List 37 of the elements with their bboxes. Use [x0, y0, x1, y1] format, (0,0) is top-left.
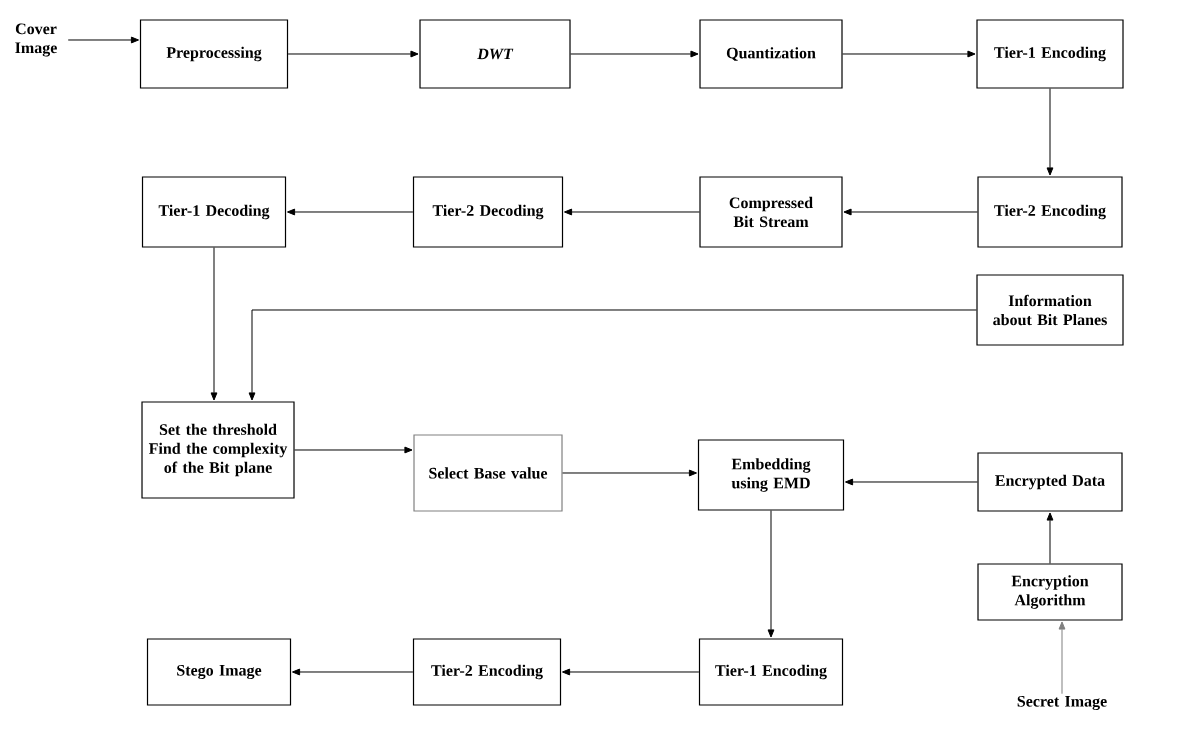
process-box: Tier-1 Decoding: [141, 176, 287, 248]
process-box: Embedding using EMD: [697, 439, 845, 511]
process-box: Tier-2 Encoding: [977, 176, 1123, 248]
process-box: Stego Image: [146, 638, 292, 706]
arrow: [287, 50, 419, 58]
process-box: Encrypted Data: [977, 452, 1123, 512]
process-box: DWT: [419, 19, 571, 89]
arrow: [845, 478, 978, 486]
arrow: [294, 446, 413, 454]
arrow: [292, 668, 414, 676]
label-text: Secret Image: [1017, 695, 1107, 711]
process-box: Select Base value: [413, 434, 563, 512]
arrow: [564, 208, 700, 216]
arrow: [843, 208, 978, 216]
process-box: Tier-1 Encoding: [698, 638, 844, 706]
process-box: Tier-2 Decoding: [412, 176, 564, 248]
process-box: Set the threshold Find the complexity of the Bit plane: [141, 401, 295, 499]
arrow: [562, 668, 700, 676]
arrow: [1058, 621, 1066, 695]
arrow: [210, 247, 218, 401]
arrow: [67, 36, 140, 44]
process-box: Quantization: [699, 19, 843, 89]
arrow: [842, 50, 976, 58]
arrow: [570, 50, 699, 58]
arrow: [248, 309, 977, 401]
arrow: [1046, 88, 1054, 176]
process-box: Information about Bit Planes: [976, 274, 1124, 346]
label-text: Cover Image: [15, 23, 57, 57]
process-box: Compressed Bit Stream: [699, 176, 843, 248]
process-box: Tier-1 Encoding: [976, 19, 1124, 89]
arrow: [287, 208, 414, 216]
arrow: [562, 469, 697, 477]
process-box: Preprocessing: [139, 19, 289, 89]
process-box: Encryption Algorithm: [977, 563, 1123, 621]
arrow: [1046, 512, 1054, 564]
arrow: [767, 510, 775, 638]
process-box: Tier-2 Encoding: [412, 638, 562, 706]
